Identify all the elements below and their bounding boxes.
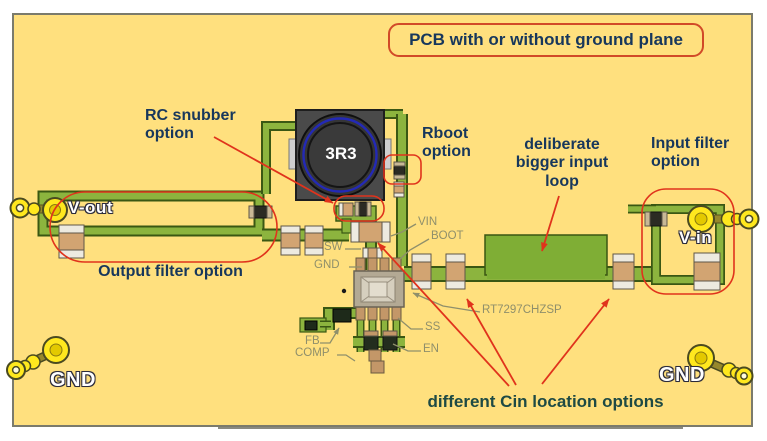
fb-pin-label: FB <box>305 335 320 347</box>
gnd-terminal-right <box>687 344 754 386</box>
gnd-terminal-left <box>6 336 70 380</box>
pour-trace-junction <box>487 267 605 279</box>
fb-network-component <box>332 308 352 323</box>
vout-terminal-label: V-out <box>68 198 113 217</box>
vin-terminal-label: V-in <box>679 228 713 247</box>
fb-pin-leader <box>320 327 340 344</box>
bottom-pad-2 <box>370 360 385 374</box>
vin-node-capacitor <box>350 221 391 243</box>
sw-node-capacitor-2 <box>304 225 324 256</box>
rboot-resistor <box>393 161 406 180</box>
rc-snubber-callout: RC snubber option <box>145 107 236 143</box>
en-pin-leader <box>392 343 421 352</box>
sw-pin-label: SW <box>324 241 343 253</box>
vin-pin-leader <box>390 223 417 237</box>
snubber-capacitor <box>338 202 354 217</box>
cin-arrow-right <box>541 298 610 385</box>
pin-leader-lines <box>320 223 481 362</box>
input-loop-callout: deliberate bigger input loop <box>515 136 609 190</box>
ic-bottom-capacitor-2 <box>382 330 398 351</box>
red-annotations <box>49 136 735 387</box>
en-pin-label: EN <box>423 343 439 355</box>
gnd-pin-label: GND <box>314 259 340 271</box>
board-edge-shadow <box>218 427 683 429</box>
rboot-callout: Rboot option <box>422 125 471 161</box>
cin-locations-callout: different Cin location options <box>427 392 664 411</box>
inductor-value-label: 3R3 <box>325 144 357 163</box>
sw-small-capacitor <box>362 247 383 259</box>
input-loop-arrow <box>541 195 560 252</box>
ic-bottom-capacitor-1 <box>363 330 379 351</box>
input-filter-callout: Input filter option <box>651 135 730 171</box>
input-filter-highlight <box>641 188 735 295</box>
gnd-right-label: GND <box>659 364 705 386</box>
ss-pin-leader <box>397 317 423 330</box>
inductor <box>288 109 392 201</box>
rc-snubber-arrow <box>213 136 334 204</box>
cin-capacitor-2 <box>445 253 466 290</box>
sw-stub-trace-fill <box>263 123 297 194</box>
snubber-highlight <box>333 195 385 222</box>
comp-pin-leader <box>337 354 356 362</box>
ic-part-leader <box>412 292 481 313</box>
cin-arrow-long <box>377 242 510 387</box>
snubber-resistor <box>354 201 372 217</box>
pcb-board <box>12 13 753 427</box>
aux-component <box>304 320 318 331</box>
vin-terminal <box>687 205 760 233</box>
gnd-left-label: GND <box>50 369 96 391</box>
ic-rt7297 <box>353 257 405 321</box>
cin-capacitor-3 <box>612 253 635 290</box>
input-filter-capacitor <box>693 252 721 291</box>
bottom-pad-1 <box>368 349 382 362</box>
boot-pin-label: BOOT <box>431 230 464 242</box>
rboot-highlight <box>383 154 422 185</box>
input-filter-resistor <box>644 211 668 227</box>
via-dot <box>341 288 347 294</box>
boot-pin-leader <box>399 238 430 260</box>
ss-pin-label: SS <box>425 321 441 333</box>
vout-loop-resistor <box>248 205 273 219</box>
vin-pin-label: VIN <box>418 216 438 228</box>
cin-arrow-left <box>466 298 517 386</box>
ground-plane-note: PCB with or without ground plane <box>409 30 683 49</box>
output-filter-callout: Output filter option <box>98 263 243 280</box>
ic-part-number-label: RT7297CHZSP <box>482 304 562 316</box>
cin-capacitor-1 <box>411 253 432 290</box>
output-filter-capacitor <box>58 224 85 259</box>
ground-plane-note-box: PCB with or without ground plane <box>388 23 704 57</box>
sw-node-capacitor-1 <box>280 225 301 256</box>
comp-pin-label: COMP <box>295 347 330 359</box>
output-filter-highlight <box>49 191 278 263</box>
